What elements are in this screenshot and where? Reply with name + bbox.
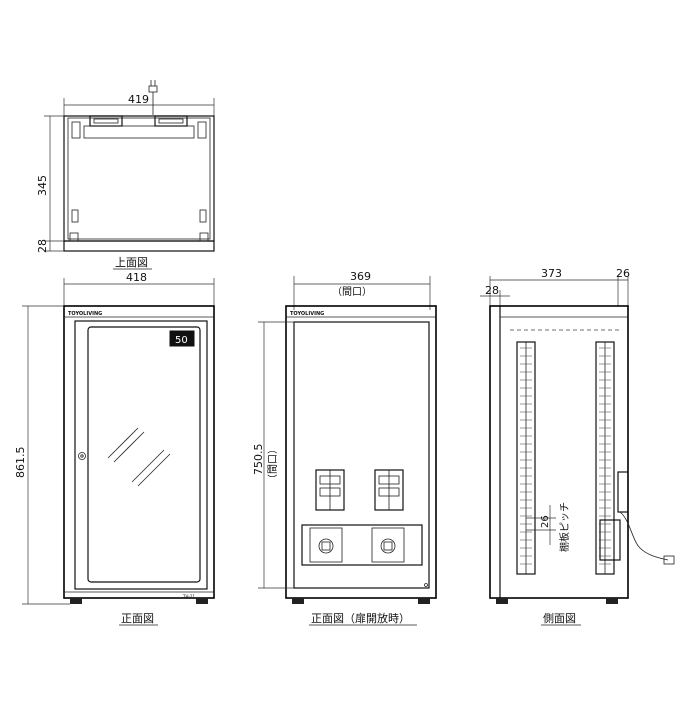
side-pitch-label: 棚板ピッチ	[558, 502, 571, 552]
hygrometer-display: 50	[169, 330, 195, 347]
front-base-tag: TH-21	[182, 594, 195, 599]
front-view-caption: 正面図	[121, 612, 154, 625]
top-view-caption: 上面図	[115, 256, 148, 269]
power-cord-icon	[619, 511, 669, 561]
shelf-rail-front	[516, 341, 536, 575]
open-height-dim: 750.5	[252, 444, 265, 476]
side-pitch-dim: 26	[540, 515, 551, 528]
shelf-bracket-left	[315, 469, 345, 511]
open-width-note: （間口）	[332, 286, 372, 298]
dehumidifier-unit	[301, 524, 423, 566]
top-width-dim: 419	[128, 93, 149, 106]
front-width-dim: 418	[126, 271, 147, 284]
side-view: 373 26 28 26 棚板ピッチ	[480, 267, 675, 626]
front-brand-label: TOYOLIVING	[68, 311, 102, 317]
rail-slots	[520, 347, 611, 565]
front-view: 418 TOYOLIVING 50 TH-21	[14, 271, 215, 626]
open-view-caption: 正面図（扉開放時）	[311, 611, 410, 625]
top-view: 419 345 28	[36, 80, 215, 270]
side-door-dim: 28	[485, 284, 499, 297]
shelf-rail-rear	[595, 341, 615, 575]
shelf-bracket-right	[374, 469, 404, 511]
front-height-dim: 861.5	[14, 447, 27, 479]
power-plug-icon	[148, 80, 158, 115]
display-value: 50	[175, 335, 188, 346]
top-foot-dim: 28	[36, 239, 49, 253]
open-brand-label: TOYOLIVING	[290, 311, 324, 317]
open-height-note: （間口）	[267, 444, 279, 484]
side-depth-dim: 373	[541, 267, 562, 280]
rear-handle-right	[154, 115, 188, 127]
glass-reflection-icon	[107, 427, 171, 487]
front-open-view: 369 （間口） TOYOLIVING	[252, 270, 437, 626]
top-depth-dim: 345	[36, 175, 49, 196]
side-handle-dim: 26	[616, 267, 630, 280]
door-lock-icon	[78, 452, 86, 460]
side-view-caption: 側面図	[543, 612, 576, 625]
open-width-dim: 369	[350, 270, 371, 283]
rear-handle-left	[89, 115, 123, 127]
